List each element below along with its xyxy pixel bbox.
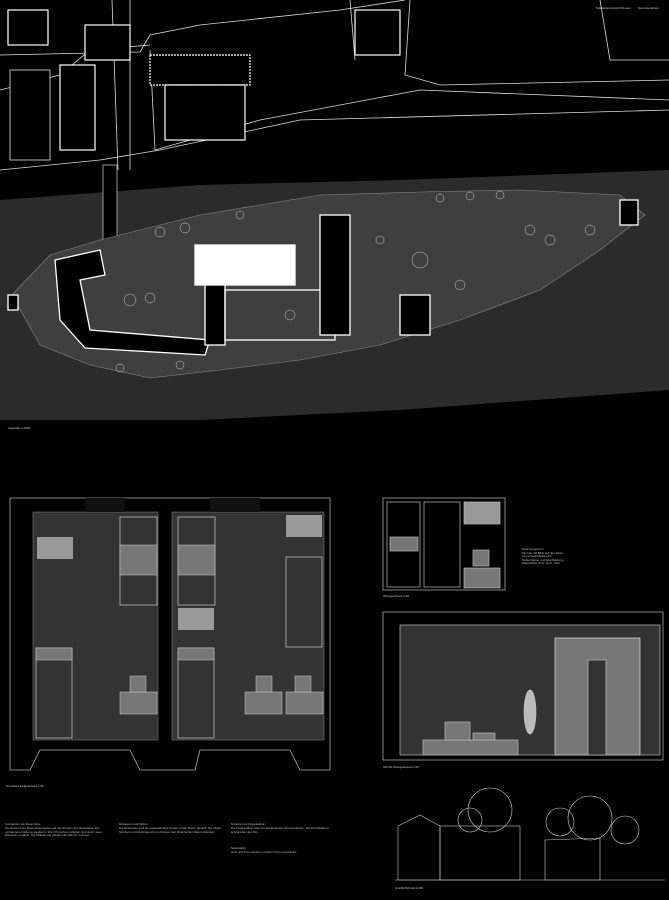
text-col-3b-title: Materialität: [231, 846, 246, 850]
bridge: [102, 164, 118, 246]
city-blocks: [7, 9, 401, 161]
elevation-drawing: [395, 787, 665, 881]
trees: [115, 190, 596, 373]
text-col-3-title: Struktur und Organisation: [231, 822, 266, 826]
section-label: Schnitt Obergeschoss 1:50: [383, 765, 420, 769]
header-left: Städtebau Entwurf Kloster: [596, 6, 631, 10]
floor-plan: [9, 497, 331, 771]
island-buildings: [7, 199, 639, 356]
text-col-3: Die Organisation folgt der bestehenden Z…: [231, 826, 330, 834]
text-col-2-title: Einbauten und Möbel: [119, 822, 148, 826]
elevation-label: Ansicht/Schnitt 1:200: [395, 886, 424, 890]
section-drawing: [382, 611, 664, 761]
floor-plan-label: Grundriss Erdgeschoss 1:50: [6, 784, 44, 788]
header-right: Semesterarbeit: [638, 6, 659, 10]
small-plan-label: Obergeschoss 1:50: [383, 594, 410, 598]
text-col-2: Die Einbauten sind als eigenständige Kör…: [119, 826, 223, 834]
text-col-1-title: Konzeption der Raumfolge: [5, 822, 41, 826]
text-col-3b: Holz und Putz werden in hellen Tönen kom…: [231, 850, 298, 854]
room-program-notes: Raumprogramm Zimmer mit Blick auf den Fl…: [522, 547, 564, 566]
small-plan: [382, 497, 506, 591]
text-col-1: Der Entwurf der Raumfolge basiert auf de…: [5, 826, 103, 838]
site-plan-label: Lageplan 1:1000: [8, 426, 31, 430]
